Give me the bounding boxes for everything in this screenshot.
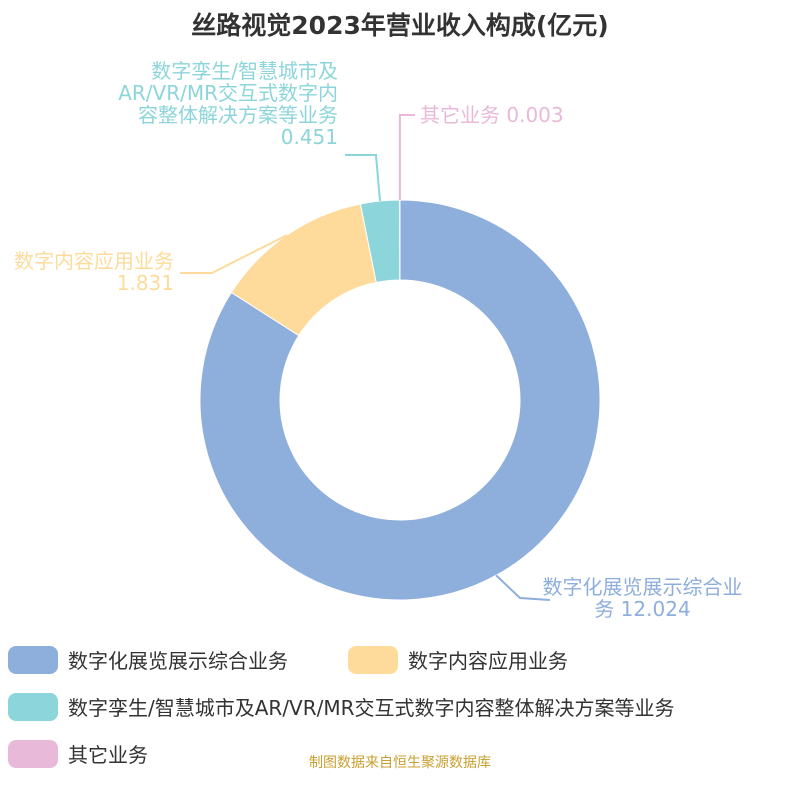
leader-line-3: [398, 114, 415, 201]
legend-item-1[interactable]: 数字内容应用业务: [348, 645, 568, 674]
legend-swatch: [8, 692, 58, 721]
leader-line-1: [180, 234, 288, 274]
leader-line-0: [495, 574, 551, 601]
legend-item-3[interactable]: 其它业务: [8, 739, 148, 768]
legend-swatch: [348, 645, 398, 674]
chart-title: 丝路视觉2023年营业收入构成(亿元): [191, 11, 609, 40]
source-note: 制图数据来自恒生聚源数据库: [309, 755, 491, 771]
data-label-1: 数字内容应用业务 1.831: [14, 249, 174, 295]
data-label-3: 其它业务 0.003: [420, 103, 564, 127]
leader-line-2: [345, 154, 381, 202]
slice-0[interactable]: [199, 199, 601, 601]
legend-swatch: [8, 645, 58, 674]
legend-item-2[interactable]: 数字孪生/智慧城市及AR/VR/MR交互式数字内容整体解决方案等业务: [8, 692, 675, 721]
legend-item-0[interactable]: 数字化展览展示综合业务: [8, 645, 288, 674]
data-label-2: 数字孪生/智慧城市及AR/VR/MR交互式数字内容整体解决方案等业务 0.451: [118, 59, 338, 149]
legend-swatch: [8, 739, 58, 768]
data-label-0: 数字化展览展示综合业务 12.024: [542, 575, 743, 621]
